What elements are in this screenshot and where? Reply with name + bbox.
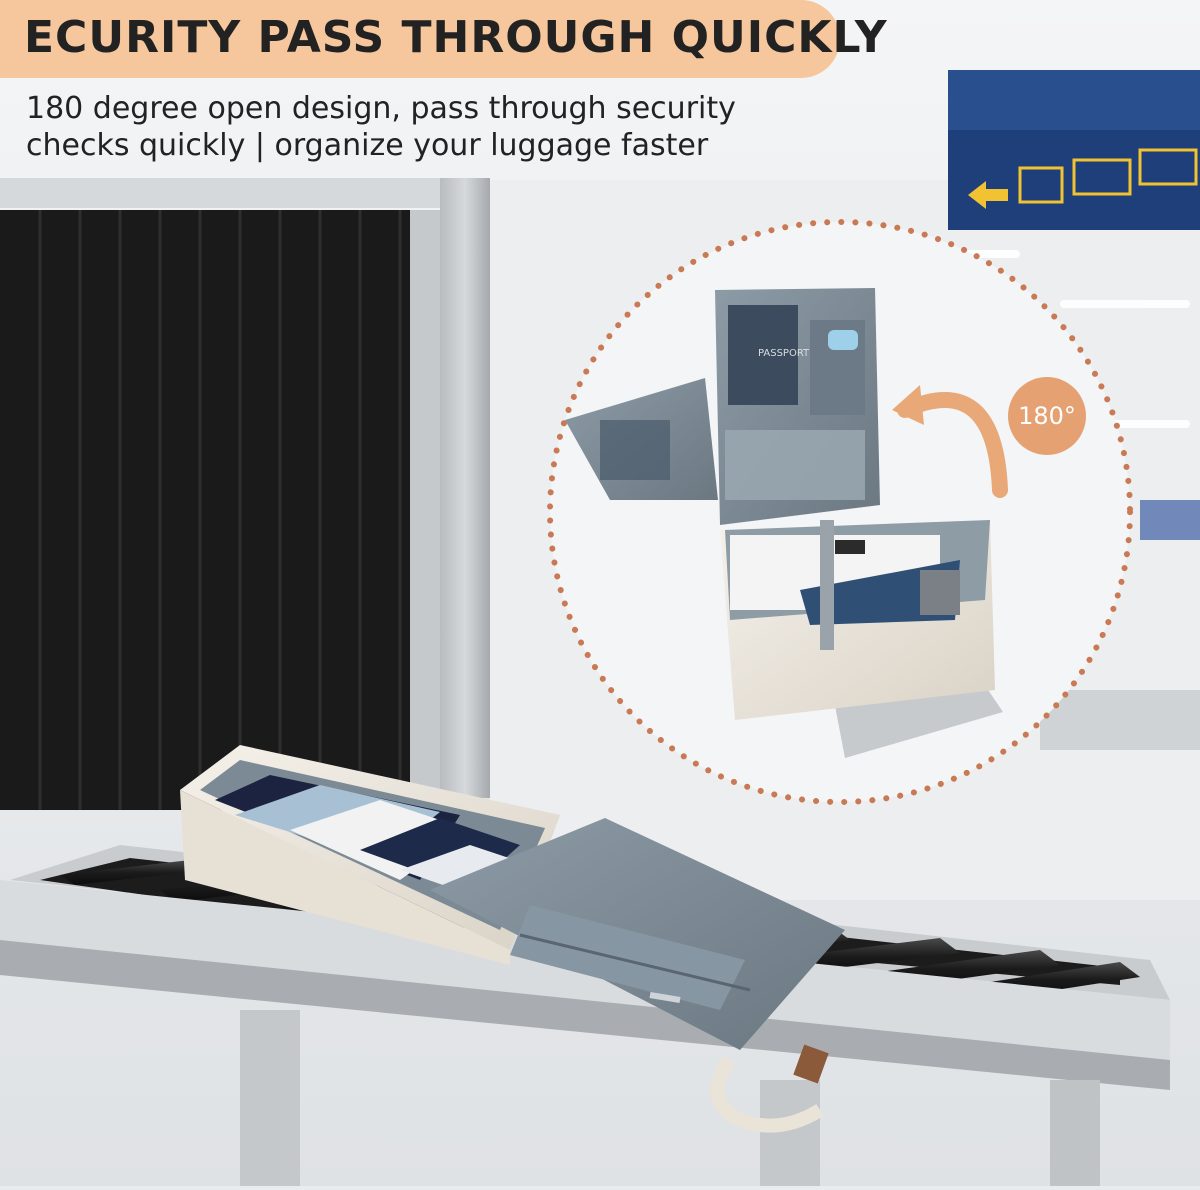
rotation-badge: 180° [1008,377,1086,455]
inset-backpack [565,288,1008,758]
open-backpack [180,745,845,1133]
headline-banner [0,0,840,78]
dotted-circle-border [547,219,1133,805]
headline: ECURITY PASS THROUGH QUICKLY [24,12,888,63]
subtitle: 180 degree open design, pass through sec… [26,91,736,163]
xray-scanner [0,178,490,810]
airport-sign [948,70,1200,230]
passport-label: PASSPORT [758,348,810,359]
